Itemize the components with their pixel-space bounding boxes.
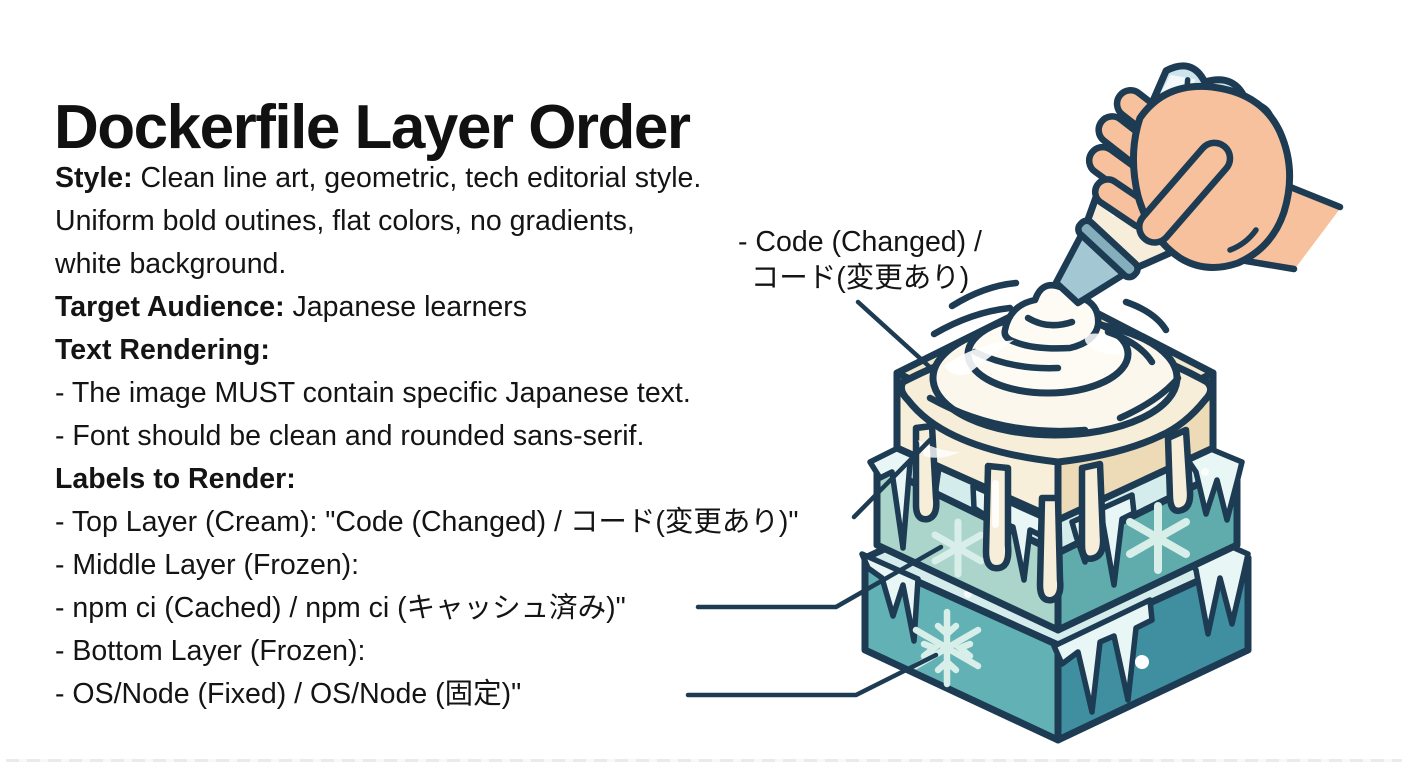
text-line: - OS/Node (Fixed) / OS/Node (固定)" [55, 673, 915, 716]
icicle-cluster [859, 551, 921, 644]
text-line: - npm ci (Cached) / npm ci (キャッシュ済み)" [55, 587, 915, 630]
text-line-rest: - Middle Layer (Frozen): [55, 549, 360, 581]
leader-top-layer [851, 436, 934, 520]
icicle-cluster [1051, 597, 1155, 715]
text-line-rest: - Font should be clean and rounded sans-… [55, 420, 645, 452]
text-line-bold: Text Rendering: [55, 334, 270, 366]
ice-speck [1135, 655, 1149, 669]
snowflake-icon [1126, 502, 1190, 574]
ice-speck [1201, 468, 1209, 476]
text-line: Uniform bold outines, flat colors, no gr… [55, 200, 915, 243]
motion-lines-icon [930, 279, 1170, 366]
text-line: Style: Clean line art, geometric, tech e… [55, 157, 915, 200]
text-line-rest: white background. [55, 248, 287, 280]
text-line-rest: - OS/Node (Fixed) / OS/Node (固定)" [55, 678, 522, 710]
callout-line-jp: コード(変更あり) [750, 262, 970, 294]
hand-icon [1085, 82, 1344, 273]
leader-lines [685, 299, 944, 698]
text-line-rest: Uniform bold outines, flat colors, no gr… [55, 205, 635, 237]
page-title: Dockerfile Layer Order [54, 92, 691, 162]
thumb [1136, 139, 1234, 246]
text-line-rest: Japanese learners [284, 291, 528, 323]
leader-bottom-layer [685, 652, 939, 698]
leader-top-callout [855, 299, 936, 373]
text-line-rest: - npm ci (Cached) / npm ci (キャッシュ済み)" [55, 592, 626, 624]
top-layer-callout: - Code (Changed) / コード(変更あり) [690, 224, 1030, 296]
text-line: - Middle Layer (Frozen): [55, 544, 915, 587]
text-line-rest: - The image MUST contain specific Japane… [55, 377, 691, 409]
text-line-bold: Target Audience: [55, 291, 285, 323]
text-line: - Top Layer (Cream): "Code (Changed) / コ… [55, 501, 915, 544]
leader-middle-layer [695, 544, 944, 610]
text-line-bold: Labels to Render: [55, 463, 296, 495]
text-line-rest: - Bottom Layer (Frozen): [55, 635, 366, 667]
text-line: white background. [55, 243, 915, 286]
top-layer-code [893, 281, 1217, 604]
text-line: - Font should be clean and rounded sans-… [55, 415, 915, 458]
text-line: - Bottom Layer (Frozen): [55, 630, 915, 673]
text-line: Target Audience: Japanese learners [55, 286, 915, 329]
text-line-bold: Style: [55, 162, 133, 194]
text-line-rest: Clean line art, geometric, tech editoria… [132, 162, 702, 194]
callout-line-en: - Code (Changed) / [738, 226, 982, 258]
text-line: Labels to Render: [55, 458, 915, 501]
cream-swirl [897, 281, 1214, 528]
text-line-rest: - Top Layer (Cream): "Code (Changed) / コ… [55, 506, 799, 538]
text-line: Text Rendering: [55, 329, 915, 372]
nozzle-tip [1052, 231, 1127, 307]
text-line: - The image MUST contain specific Japane… [55, 372, 915, 415]
prompt-text-block: Style: Clean line art, geometric, tech e… [55, 157, 915, 716]
bottom-artifact-line [6, 759, 1402, 762]
bottom-layer-os-node [859, 464, 1252, 744]
snowflake-icon [931, 518, 985, 578]
